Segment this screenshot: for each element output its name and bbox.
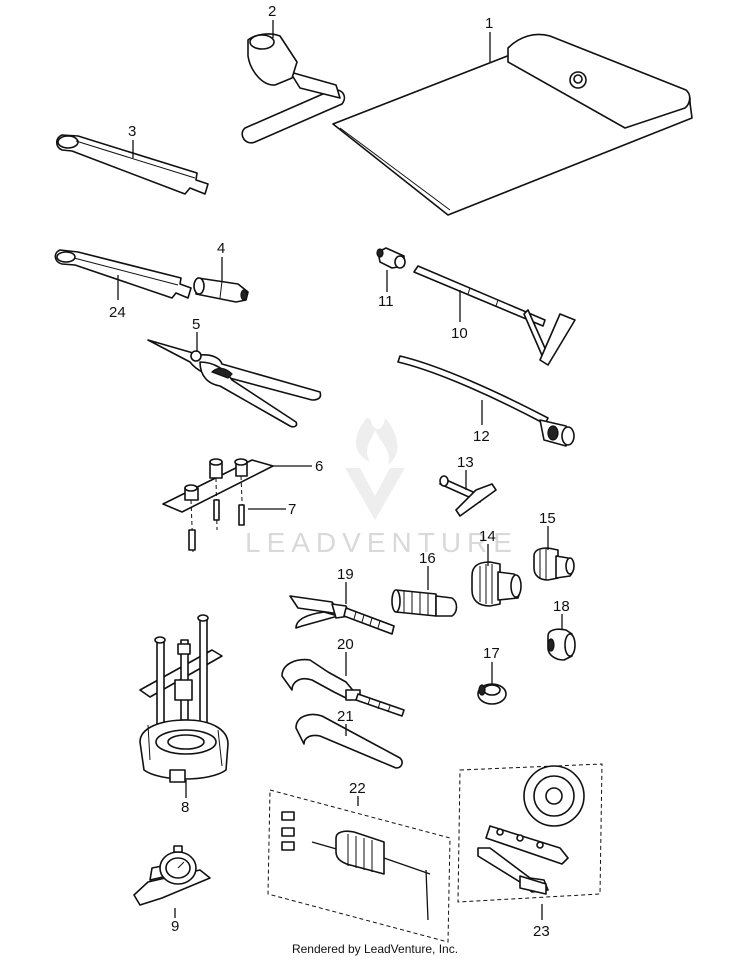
- part-4-socket: [193, 277, 249, 303]
- part-15-holder: [533, 547, 575, 581]
- part-11-bit-socket: [376, 247, 406, 269]
- part-19-holder-tool: [289, 595, 395, 635]
- part-5-circlip-pliers: [147, 339, 322, 428]
- part-20-spanner-tool: [281, 658, 405, 717]
- part-17-collar: [477, 683, 507, 705]
- part-13-t-wrench: [439, 475, 497, 517]
- callout-6: 6: [315, 458, 323, 475]
- callout-9: 9: [171, 918, 179, 935]
- callout-7: 7: [288, 501, 296, 518]
- part-2-box-spanner: [241, 33, 346, 144]
- part-1-tool-bag: [332, 33, 693, 216]
- callout-numbers: 1 2 3 4 5 6 7 8 9 10 11 12 13 14 15 16 1…: [109, 3, 570, 940]
- callout-14: 14: [479, 528, 496, 545]
- callout-18: 18: [553, 598, 570, 615]
- callout-12: 12: [473, 428, 490, 445]
- part-14-holder: [471, 561, 522, 607]
- callout-15: 15: [539, 510, 556, 527]
- part-8-puller-assembly: [139, 614, 229, 783]
- callout-1: 1: [485, 15, 493, 32]
- part-9-dial-gauge: [133, 845, 211, 906]
- callout-16: 16: [419, 550, 436, 567]
- part-23-gear-holder: [457, 763, 603, 903]
- footer-credit: Rendered by LeadVenture, Inc.: [291, 942, 459, 956]
- part-3-wrench: [55, 134, 209, 195]
- watermark-text: LEADVENTURE: [245, 527, 518, 558]
- callout-19: 19: [337, 566, 354, 583]
- callout-17: 17: [483, 645, 500, 662]
- part-24-wrench: [54, 249, 192, 299]
- part-16-driver: [391, 589, 458, 617]
- callout-4: 4: [217, 240, 225, 257]
- part-22-slide-hammer-set: [267, 789, 451, 943]
- callout-11: 11: [378, 293, 394, 310]
- callout-24: 24: [109, 304, 126, 321]
- callout-23: 23: [533, 923, 550, 940]
- flame-logo-icon: [345, 417, 405, 520]
- callout-20: 20: [337, 636, 354, 653]
- leadventure-watermark: LEADVENTURE: [245, 417, 518, 558]
- callout-10: 10: [451, 325, 468, 342]
- part-10-t-handle: [413, 265, 576, 366]
- callout-8: 8: [181, 799, 189, 816]
- callout-3: 3: [128, 123, 136, 140]
- callout-2: 2: [268, 3, 276, 20]
- callout-21: 21: [337, 708, 354, 725]
- callout-5: 5: [192, 316, 200, 333]
- part-21-hook-spanner: [295, 713, 403, 769]
- callout-13: 13: [457, 454, 474, 471]
- part-18-collar: [547, 628, 576, 661]
- part-12-extension-bar: [397, 355, 575, 447]
- callout-22: 22: [349, 780, 366, 797]
- leader-lines: [117, 20, 563, 920]
